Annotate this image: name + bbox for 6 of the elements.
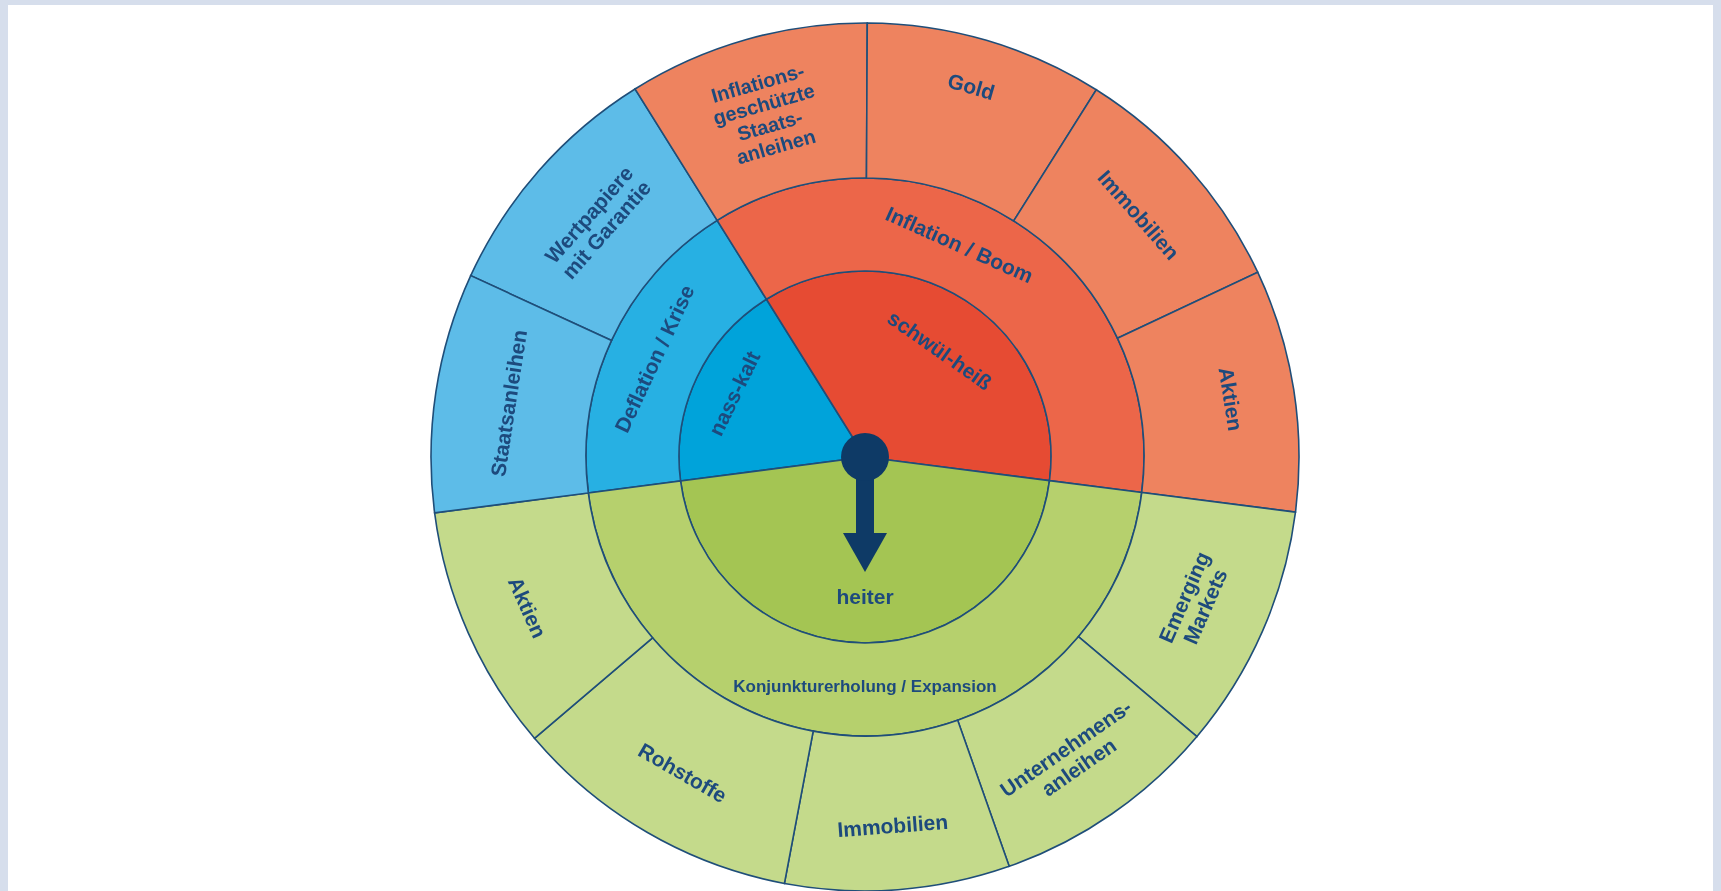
segment-label: Immobilien	[836, 810, 949, 842]
segment-label: Gold	[944, 69, 998, 105]
segment-label: heiter	[836, 585, 894, 609]
segment-label: Konjunkturerholung / Expansion	[733, 677, 997, 697]
segment-label: Aktien	[1214, 365, 1247, 433]
segment-label: Aktien	[503, 573, 551, 642]
